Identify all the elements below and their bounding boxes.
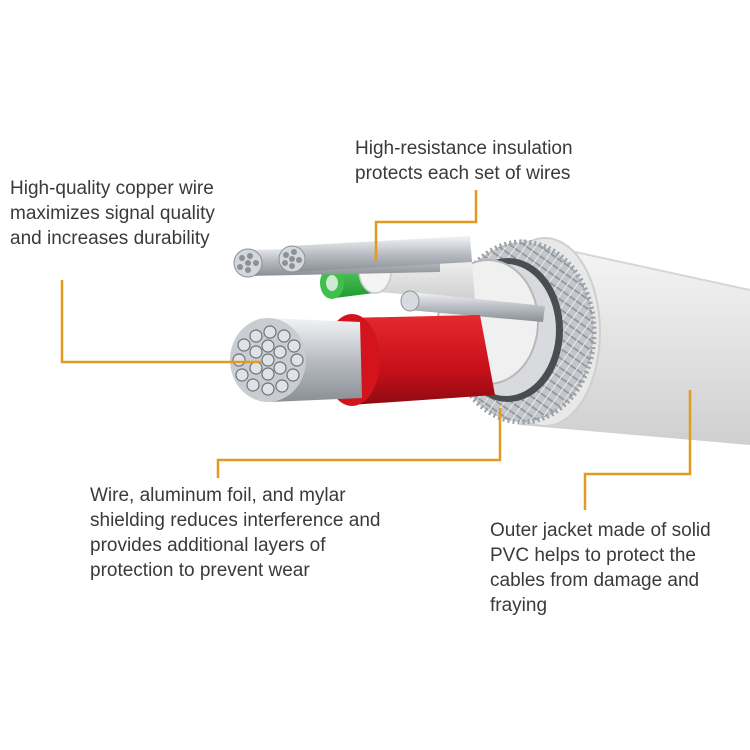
callout-leader-lines bbox=[60, 190, 692, 510]
leader-line-jacket bbox=[583, 390, 692, 510]
copper-strand-bundle bbox=[230, 318, 362, 402]
leader-line-insulation bbox=[374, 190, 478, 262]
callout-copper-wire: High-quality copper wire maximizes signa… bbox=[10, 178, 215, 249]
thin-strand-wires bbox=[233, 236, 545, 322]
leader-line-shielding bbox=[216, 408, 502, 478]
callout-shielding: Wire, aluminum foil, and mylar shielding… bbox=[90, 485, 381, 581]
callout-outer-jacket: Outer jacket made of solid PVC helps to … bbox=[490, 520, 711, 616]
leader-line-copper bbox=[60, 280, 262, 364]
callout-insulation: High-resistance insulation protects each… bbox=[355, 138, 573, 184]
